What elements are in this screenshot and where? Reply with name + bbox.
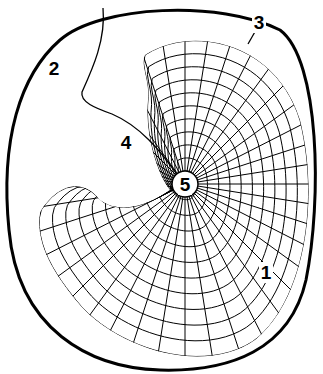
web-spoke bbox=[185, 0, 323, 184]
web-spoke bbox=[67, 0, 185, 184]
web-spoke bbox=[185, 66, 323, 184]
web-spoke bbox=[105, 184, 185, 374]
web-ring bbox=[106, 106, 253, 278]
callout-number: 4 bbox=[119, 132, 134, 153]
web-spoke bbox=[0, 31, 185, 184]
web-spoke bbox=[185, 184, 226, 374]
web-spoke bbox=[0, 184, 185, 302]
web-spoke bbox=[144, 0, 185, 184]
web-spoke bbox=[0, 104, 185, 184]
web-spoke bbox=[185, 184, 323, 374]
web-ring bbox=[132, 132, 230, 247]
web-spoke bbox=[185, 0, 186, 184]
web-spoke bbox=[1, 184, 185, 368]
web-spoke bbox=[185, 184, 265, 374]
web-spoke bbox=[0, 184, 185, 225]
web-spoke bbox=[32, 184, 185, 374]
web-spoke bbox=[0, 184, 185, 337]
web-spoke bbox=[0, 184, 185, 264]
web-ring bbox=[79, 80, 275, 310]
web-ring bbox=[119, 119, 241, 263]
web-spoke bbox=[105, 0, 185, 184]
web-spoke bbox=[0, 184, 185, 185]
web-spoke bbox=[1, 0, 185, 184]
web-spoke bbox=[185, 104, 323, 184]
web-spoke bbox=[32, 0, 185, 184]
web-spoke bbox=[67, 184, 185, 374]
web-spoke bbox=[185, 184, 323, 302]
web-spoke bbox=[185, 184, 323, 368]
web-spoke bbox=[185, 0, 303, 184]
web-spoke bbox=[185, 184, 323, 185]
outer-outline bbox=[7, 10, 315, 370]
callout-number: 3 bbox=[252, 12, 267, 33]
web-ring bbox=[92, 93, 263, 294]
callout-number: 1 bbox=[259, 262, 274, 283]
callout-number: 2 bbox=[47, 58, 62, 79]
stalk-line bbox=[82, 8, 178, 176]
web-spoke bbox=[185, 0, 323, 184]
web-spoke bbox=[185, 184, 186, 374]
web-spoke bbox=[185, 143, 323, 184]
web-spoke bbox=[185, 0, 265, 184]
web-spoke bbox=[185, 184, 303, 374]
center-hub bbox=[172, 171, 198, 197]
callout-number: 5 bbox=[178, 174, 193, 195]
